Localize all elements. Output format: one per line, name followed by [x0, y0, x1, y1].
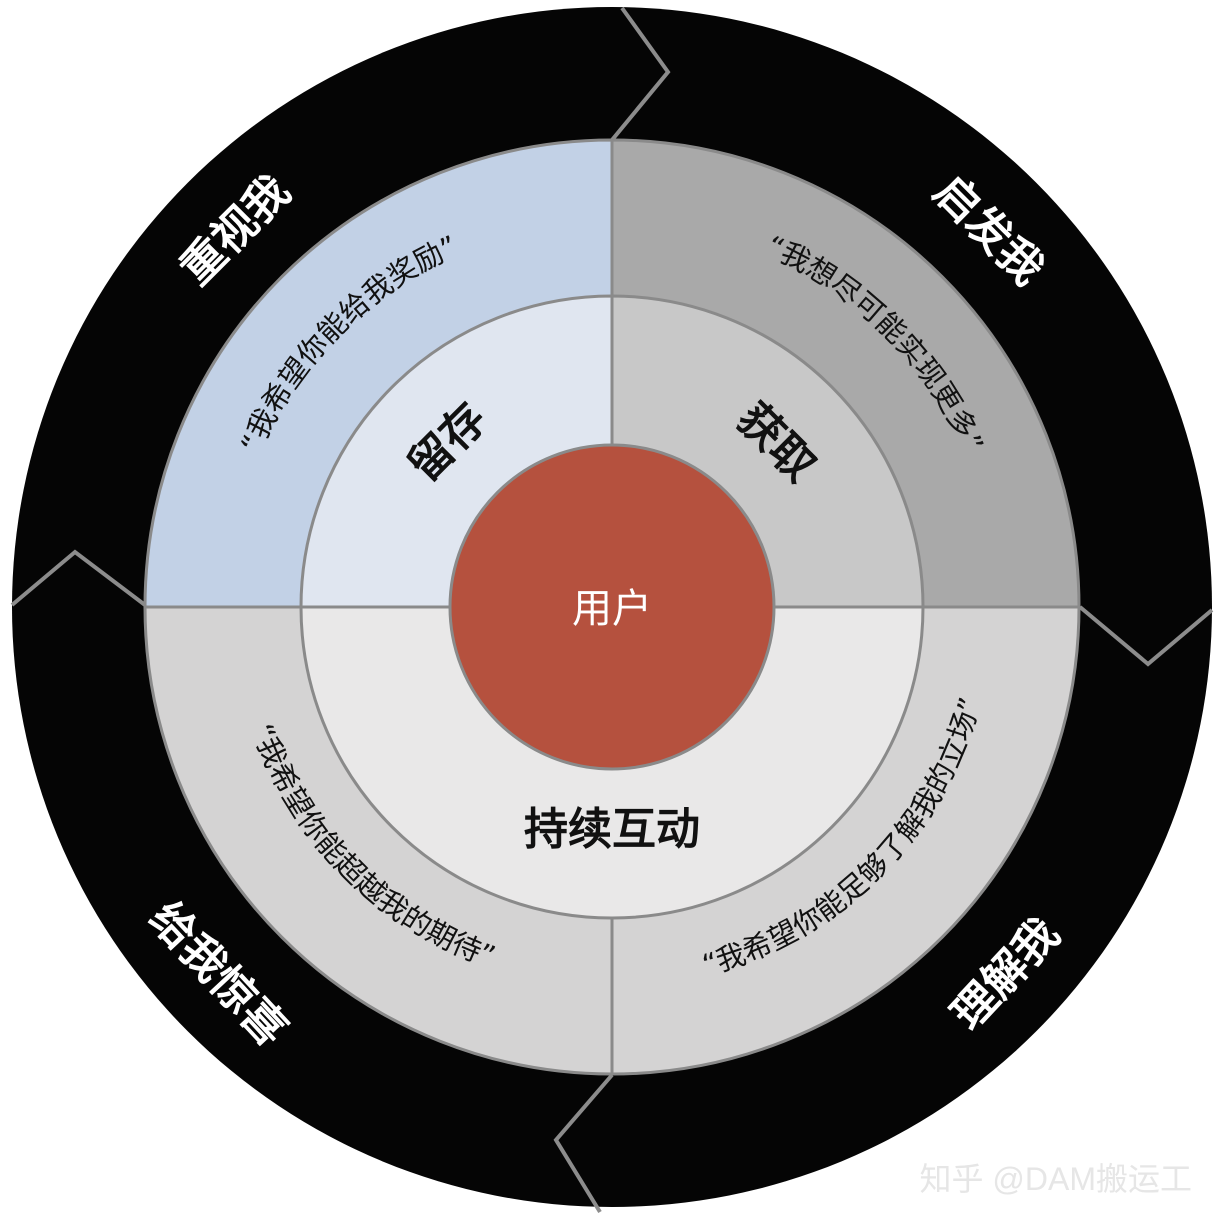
chevron-top: [610, 6, 671, 142]
ring-chevron-separators: [10, 6, 1214, 1214]
chevron-bottom: [553, 1073, 614, 1214]
chevron-left: [10, 549, 147, 607]
center-label: 用户: [572, 586, 652, 632]
watermark: 知乎 @DAM搬运工: [920, 1161, 1193, 1197]
center-circle: [448, 443, 776, 771]
chevron-right: [1078, 605, 1214, 667]
label-engagement: 持续互动: [524, 804, 700, 855]
